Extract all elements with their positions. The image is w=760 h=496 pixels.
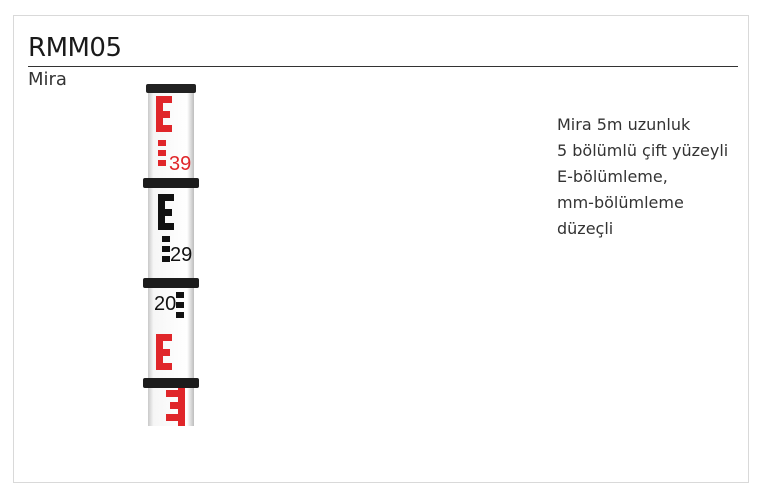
staff-clamp	[143, 178, 199, 188]
leveling-staff-image: 39 29 20	[143, 84, 199, 426]
staff-black-ticks	[176, 292, 184, 318]
title-divider	[28, 66, 738, 67]
description-line: Mira 5m uzunluk	[557, 115, 691, 134]
staff-number-20: 20	[154, 293, 176, 315]
staff-top-cap	[146, 84, 196, 93]
product-category: Mira	[28, 69, 67, 90]
staff-red-e-top	[156, 96, 172, 166]
description-line: düzeçli	[557, 219, 614, 238]
staff-number-39: 39	[169, 153, 191, 175]
staff-red-e-bottom	[166, 388, 185, 426]
staff-black-e	[158, 194, 174, 262]
description-line: E-bölümleme,	[557, 167, 668, 186]
staff-clamp	[143, 378, 199, 388]
product-card: RMM05 Mira 39	[13, 15, 749, 483]
description-line: 5 bölümlü çift yüzeyli	[557, 141, 729, 160]
product-description: Mira 5m uzunluk 5 bölümlü çift yüzeyli E…	[557, 112, 747, 242]
description-line: mm-bölümleme	[557, 193, 684, 212]
staff-red-e-middle	[156, 334, 172, 370]
staff-number-29: 29	[170, 244, 192, 266]
product-code: RMM05	[28, 33, 122, 63]
staff-clamp	[143, 278, 199, 288]
